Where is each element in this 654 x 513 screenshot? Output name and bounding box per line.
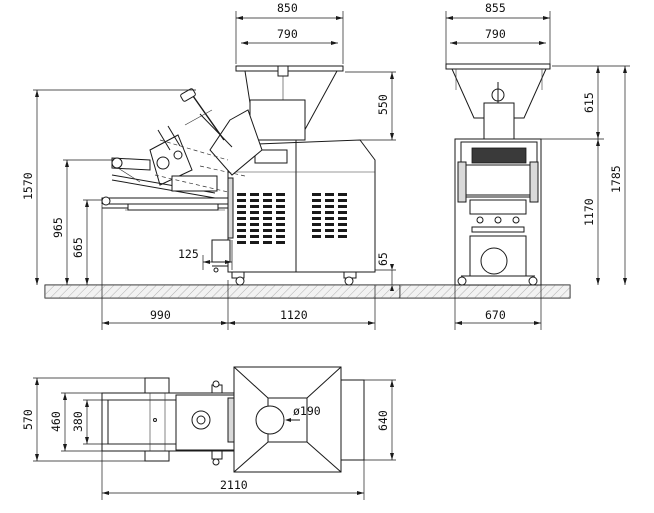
- dim-550: 550: [376, 94, 390, 115]
- dim-670: 670: [485, 308, 506, 322]
- front-dimension-lines: [445, 11, 630, 330]
- front-view: 855 790 615 1170 1785 670: [399, 1, 630, 330]
- side-view: 850 790 550 1570 965 665 125 65 990 1120: [21, 1, 401, 330]
- side-sheeter-head: [111, 88, 263, 199]
- dim-790-front: 790: [485, 27, 506, 41]
- dim-850-side: 850: [277, 1, 298, 15]
- dim-1170: 1170: [582, 198, 596, 226]
- dim-665: 665: [71, 237, 85, 258]
- dim-570: 570: [21, 409, 35, 430]
- dim-990: 990: [150, 308, 171, 322]
- front-hopper: [445, 63, 551, 140]
- dim-65: 65: [376, 252, 390, 266]
- plan-view: 570 460 380 ø190 640 2110: [21, 366, 396, 500]
- dim-640: 640: [376, 410, 390, 431]
- side-vent-left: [237, 193, 285, 244]
- side-dashed-outline: [154, 139, 246, 193]
- dim-460: 460: [49, 411, 63, 432]
- dim-965: 965: [51, 217, 65, 238]
- plan-hopper: [227, 366, 365, 473]
- plan-conveyor: [101, 377, 235, 466]
- dim-380: 380: [71, 411, 85, 432]
- side-dimension-lines: [33, 11, 396, 330]
- dim-615: 615: [582, 92, 596, 113]
- dim-125: 125: [178, 247, 199, 261]
- side-conveyor: [101, 196, 229, 211]
- side-hopper: [235, 65, 344, 141]
- dim-190-diameter: ø190: [293, 404, 321, 418]
- dim-2110: 2110: [220, 478, 248, 492]
- side-vent-right: [312, 193, 347, 238]
- dim-1120: 1120: [280, 308, 308, 322]
- side-wheels: [211, 239, 357, 286]
- front-machine-body: [454, 138, 542, 286]
- dim-855-front: 855: [485, 1, 506, 15]
- plan-dimension-lines: [33, 377, 396, 500]
- dim-1785: 1785: [609, 165, 623, 193]
- dim-790-side: 790: [277, 27, 298, 41]
- dim-1570: 1570: [21, 172, 35, 200]
